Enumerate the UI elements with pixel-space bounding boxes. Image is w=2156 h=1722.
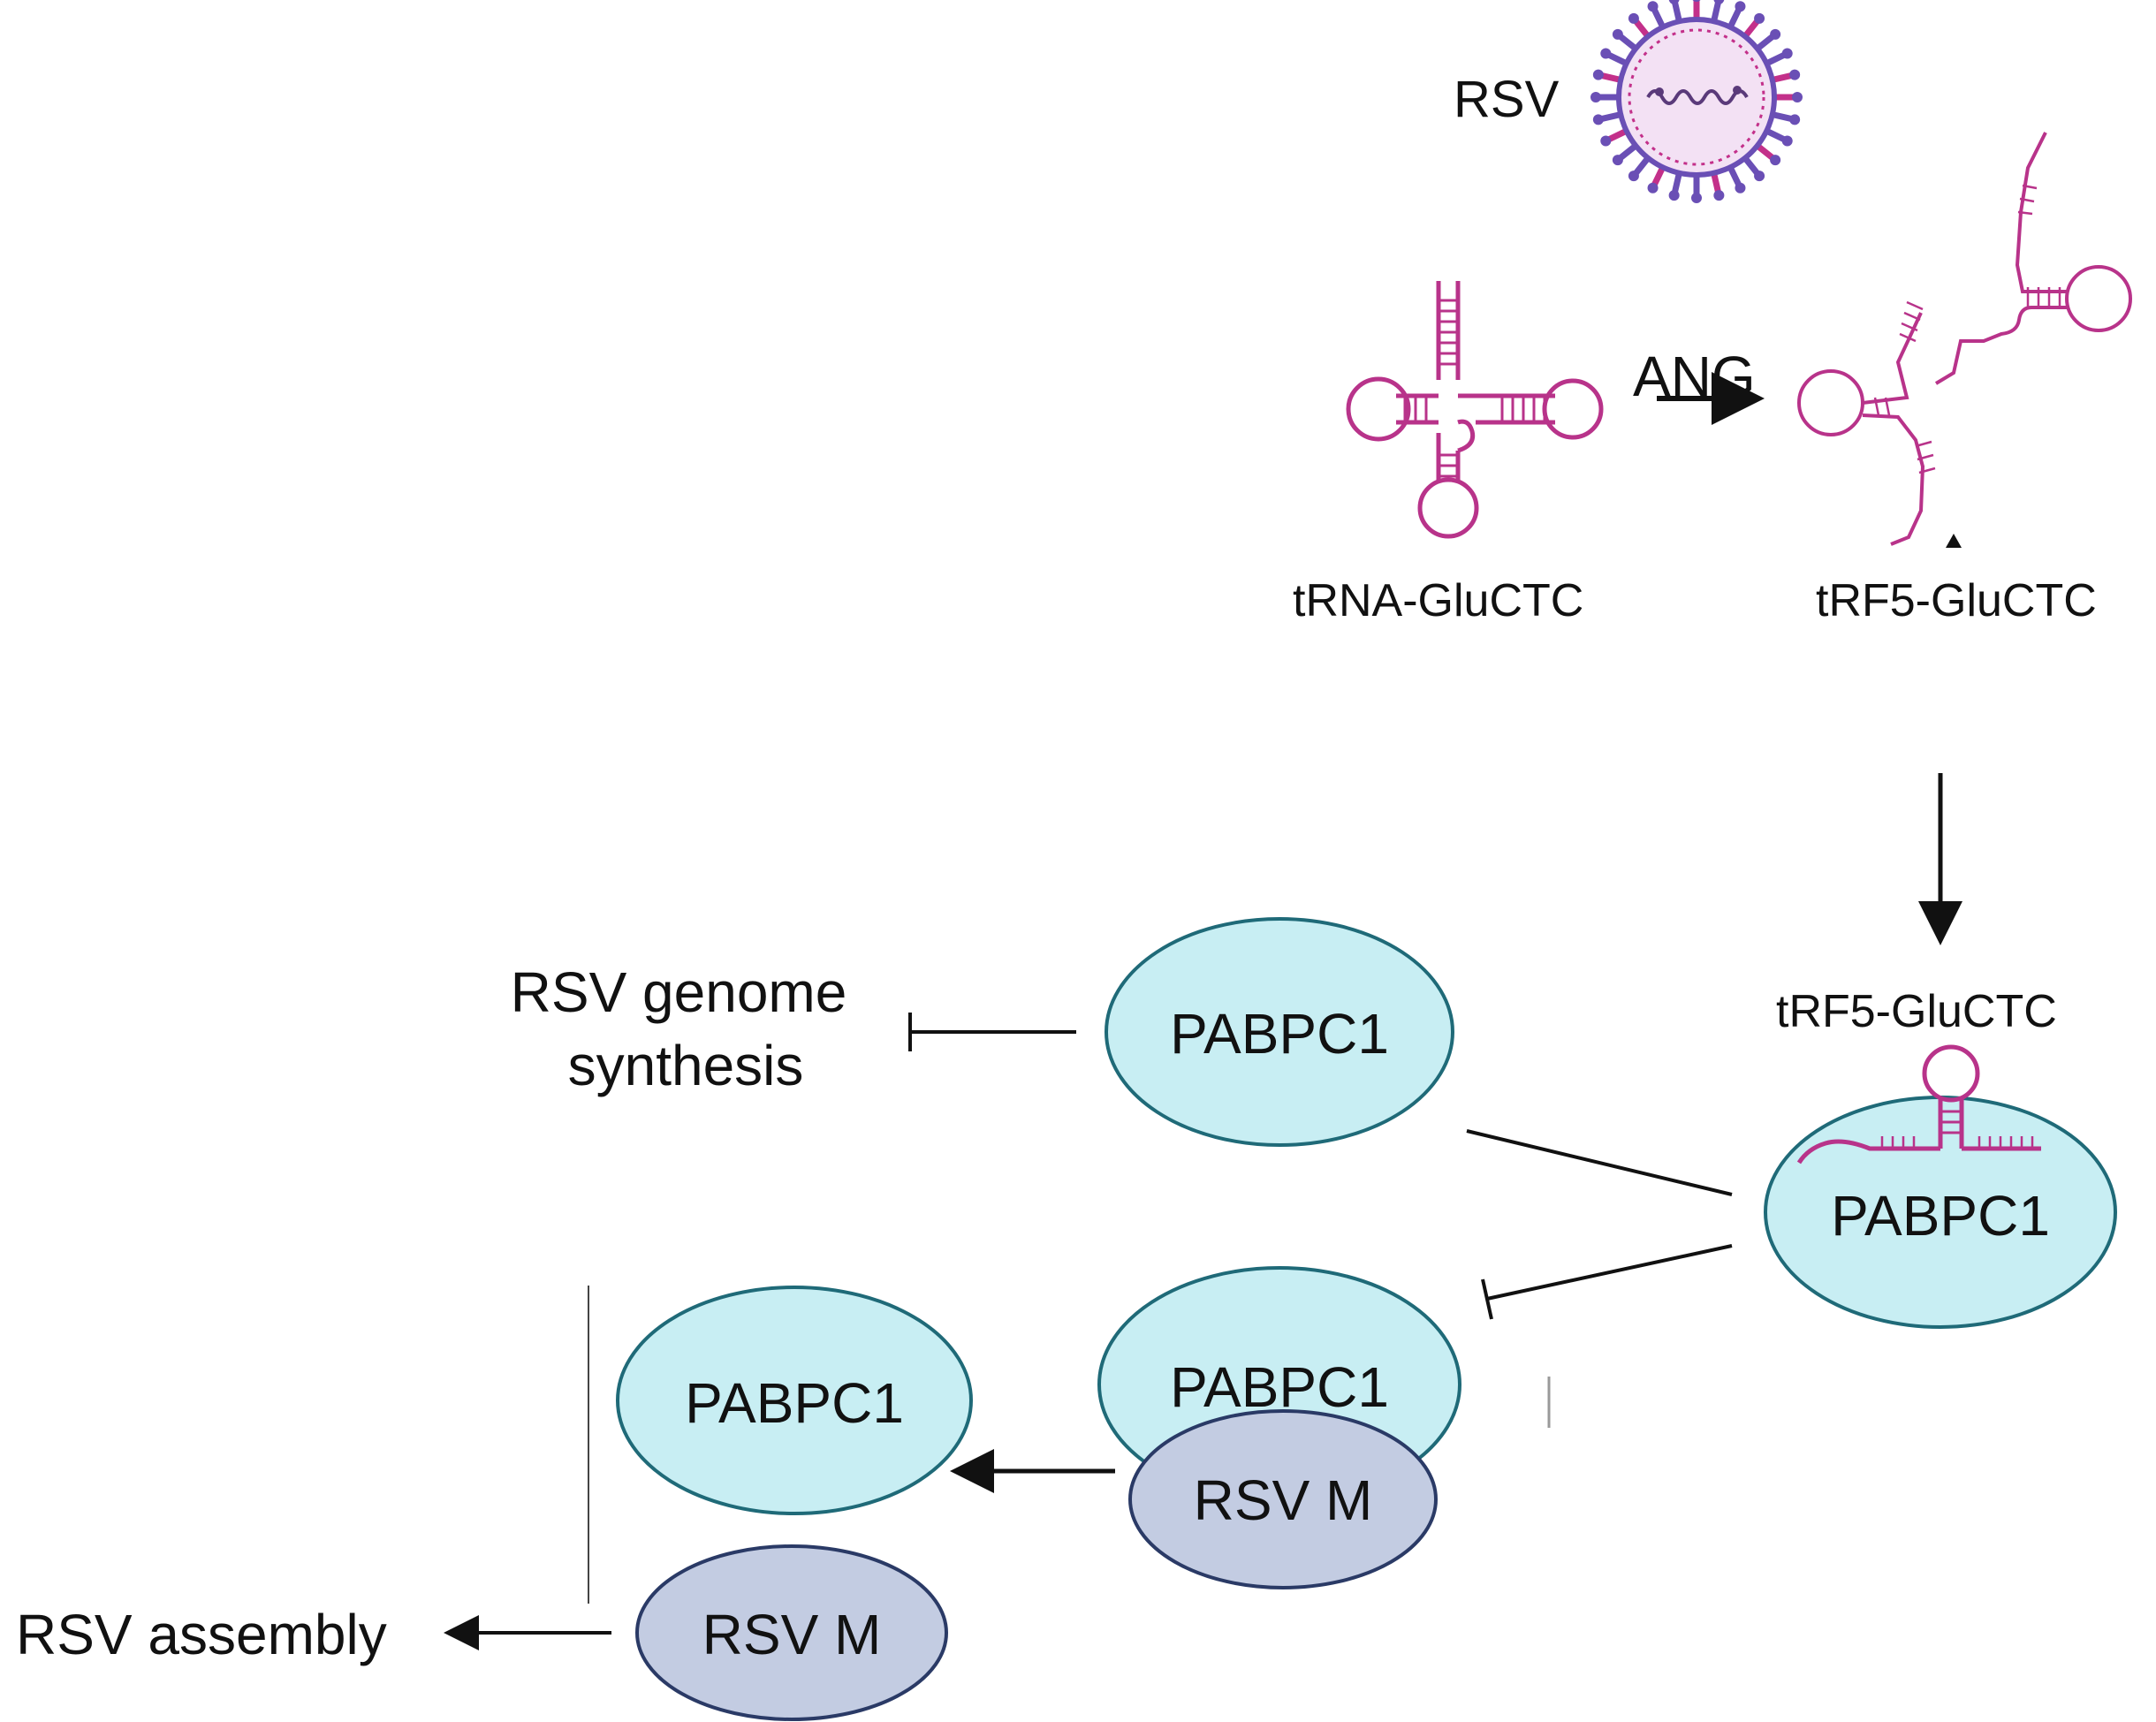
- pabpc1-top-node: [1105, 917, 1454, 1147]
- pabpc1-complex-label: PABPC1: [1170, 1355, 1389, 1419]
- rsv-assembly-label: RSV assembly: [16, 1603, 387, 1666]
- trna-fragment-icon: [1797, 132, 2132, 546]
- trna-cloverleaf-icon: [1346, 281, 1604, 539]
- cleavage-site-marker: [1946, 534, 1962, 548]
- rsv-virus-icon: [1590, 0, 1803, 203]
- pabpc1-free-label: PABPC1: [685, 1371, 904, 1435]
- trf5-label-top: tRF5-GluCTC: [1816, 575, 2097, 626]
- pabpc1-top-label: PABPC1: [1170, 1002, 1389, 1066]
- rsvm-free-node: [635, 1544, 948, 1721]
- pabpc1-free-node: [616, 1286, 973, 1515]
- genome-synthesis-line2: synthesis: [568, 1034, 804, 1097]
- rsvm-complex-node: [1128, 1409, 1438, 1589]
- genome-synthesis-line1: RSV genome: [511, 960, 847, 1024]
- inhibit-complex-bar: [1481, 1278, 1493, 1320]
- trna-label: tRNA-GluCTC: [1293, 575, 1583, 626]
- trf5-bound-rna-icon: [1796, 1044, 2041, 1164]
- pabpc1-bound-label: PABPC1: [1831, 1184, 2050, 1248]
- inhibit-complex-line: [1486, 1244, 1733, 1301]
- rsvm-complex-label: RSV M: [1194, 1468, 1373, 1532]
- pabpc1-binding-line: [1466, 1129, 1733, 1196]
- trf5-label-bound: tRF5-GluCTC: [1776, 986, 2057, 1037]
- rsv-label: RSV: [1454, 71, 1560, 128]
- rsvm-free-label: RSV M: [702, 1603, 882, 1666]
